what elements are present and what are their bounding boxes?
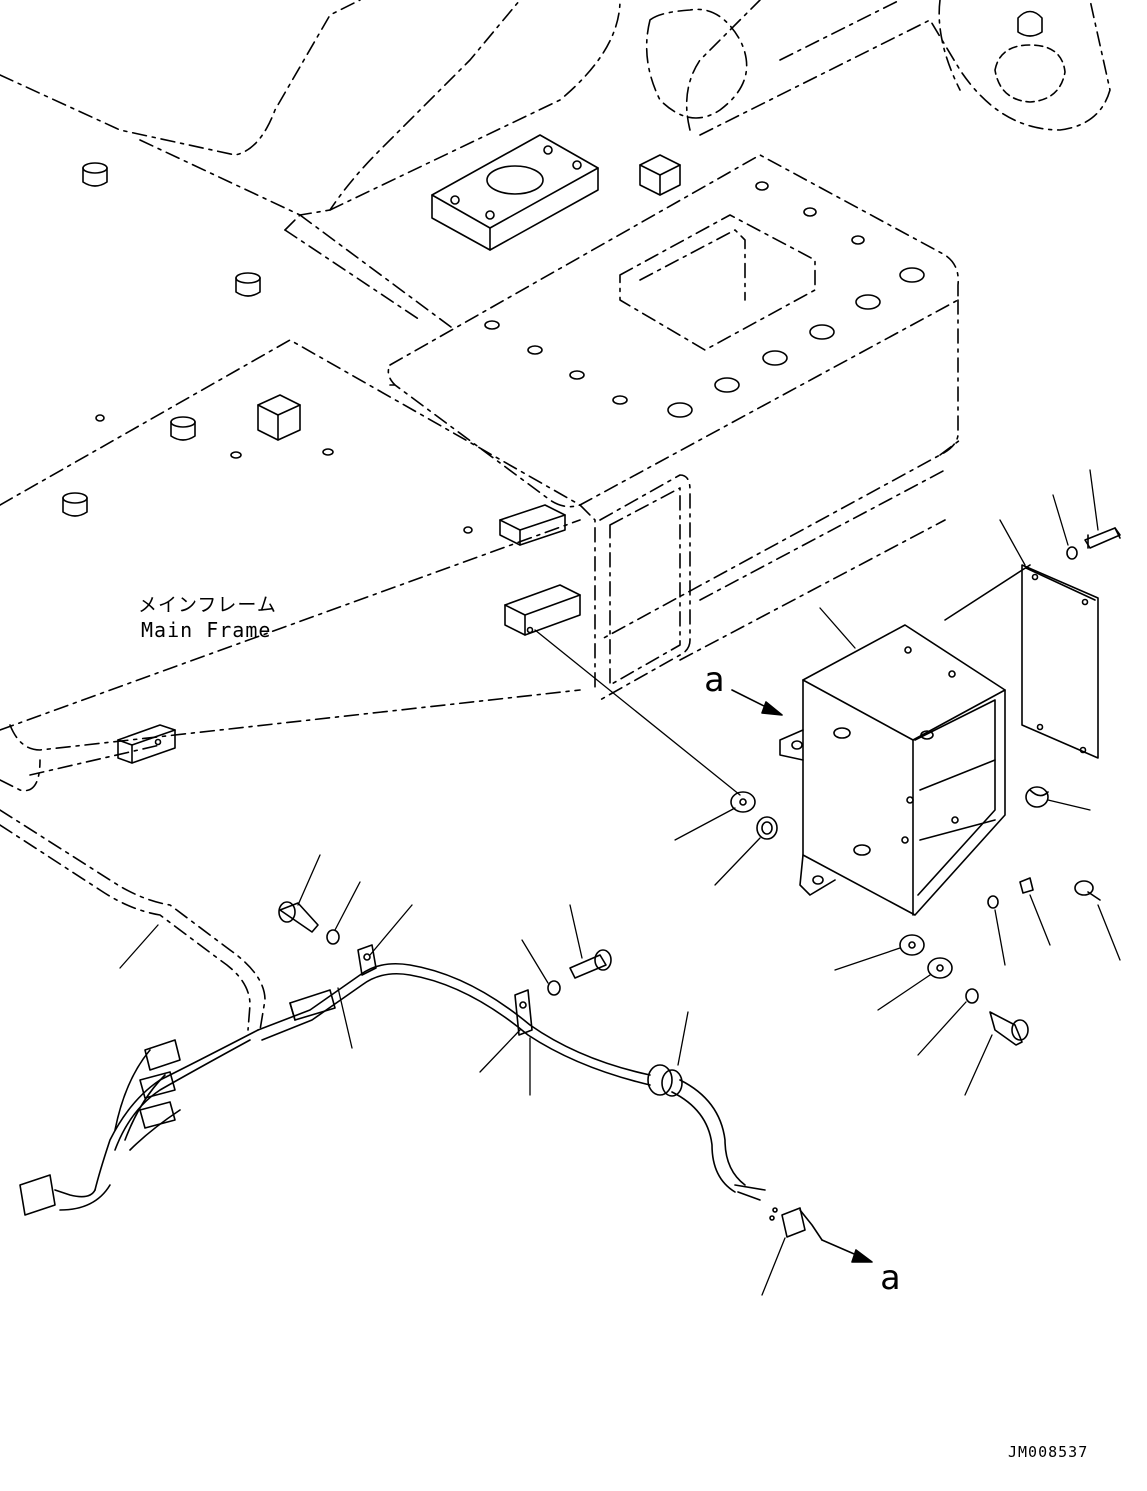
leader-lines bbox=[119, 469, 1121, 1296]
hex-bolt bbox=[278, 901, 319, 933]
switch-box bbox=[779, 624, 1006, 916]
hex-bolt bbox=[989, 1011, 1029, 1046]
toggle-switch bbox=[769, 1207, 823, 1241]
view-arrow-a bbox=[821, 1239, 873, 1263]
lock-washer bbox=[326, 929, 340, 945]
drawing-number: JM008537 bbox=[1008, 1443, 1089, 1461]
main-frame-label-en: Main Frame bbox=[141, 618, 272, 642]
lock-washer bbox=[965, 988, 979, 1004]
hex-bolt bbox=[569, 949, 612, 979]
cover-bolt bbox=[1084, 527, 1121, 549]
view-reference-bottom: a bbox=[880, 1258, 901, 1298]
lock-washer bbox=[547, 980, 561, 996]
flat-washer bbox=[927, 957, 953, 979]
square-boss bbox=[257, 394, 301, 441]
mount-block bbox=[499, 504, 566, 546]
knob-fitting bbox=[994, 10, 1066, 103]
self-tap-screw bbox=[1074, 880, 1101, 901]
harness-clamp bbox=[357, 944, 377, 976]
flat-washer bbox=[899, 934, 925, 956]
grommet bbox=[647, 1064, 683, 1097]
standoff-boss bbox=[235, 272, 261, 297]
harness-clamp bbox=[514, 989, 533, 1036]
view-arrow-a bbox=[731, 689, 783, 716]
mount-block bbox=[117, 724, 176, 764]
raised-pad bbox=[431, 134, 599, 251]
standoff-boss bbox=[62, 492, 88, 517]
connector bbox=[289, 989, 336, 1021]
main-frame-label-jp: メインフレーム bbox=[138, 594, 277, 616]
plate-holes bbox=[95, 181, 925, 534]
main-frame-outline bbox=[0, 0, 1111, 1031]
square-boss bbox=[639, 154, 681, 196]
rivet bbox=[987, 895, 999, 909]
flat-washer bbox=[730, 791, 756, 813]
cover-washer bbox=[1066, 546, 1078, 560]
standoff-boss bbox=[170, 416, 196, 441]
view-reference-top: a bbox=[704, 660, 725, 700]
box-cover-plate bbox=[1021, 564, 1099, 759]
box-edge-line bbox=[944, 564, 1031, 621]
label-plate bbox=[1019, 877, 1034, 894]
mount-block bbox=[504, 584, 581, 636]
harness-connector bbox=[19, 1039, 181, 1216]
grommet-small bbox=[756, 816, 778, 840]
standoff-boss bbox=[82, 162, 108, 187]
plug-cap bbox=[1025, 786, 1049, 808]
wire-harness bbox=[54, 962, 766, 1211]
